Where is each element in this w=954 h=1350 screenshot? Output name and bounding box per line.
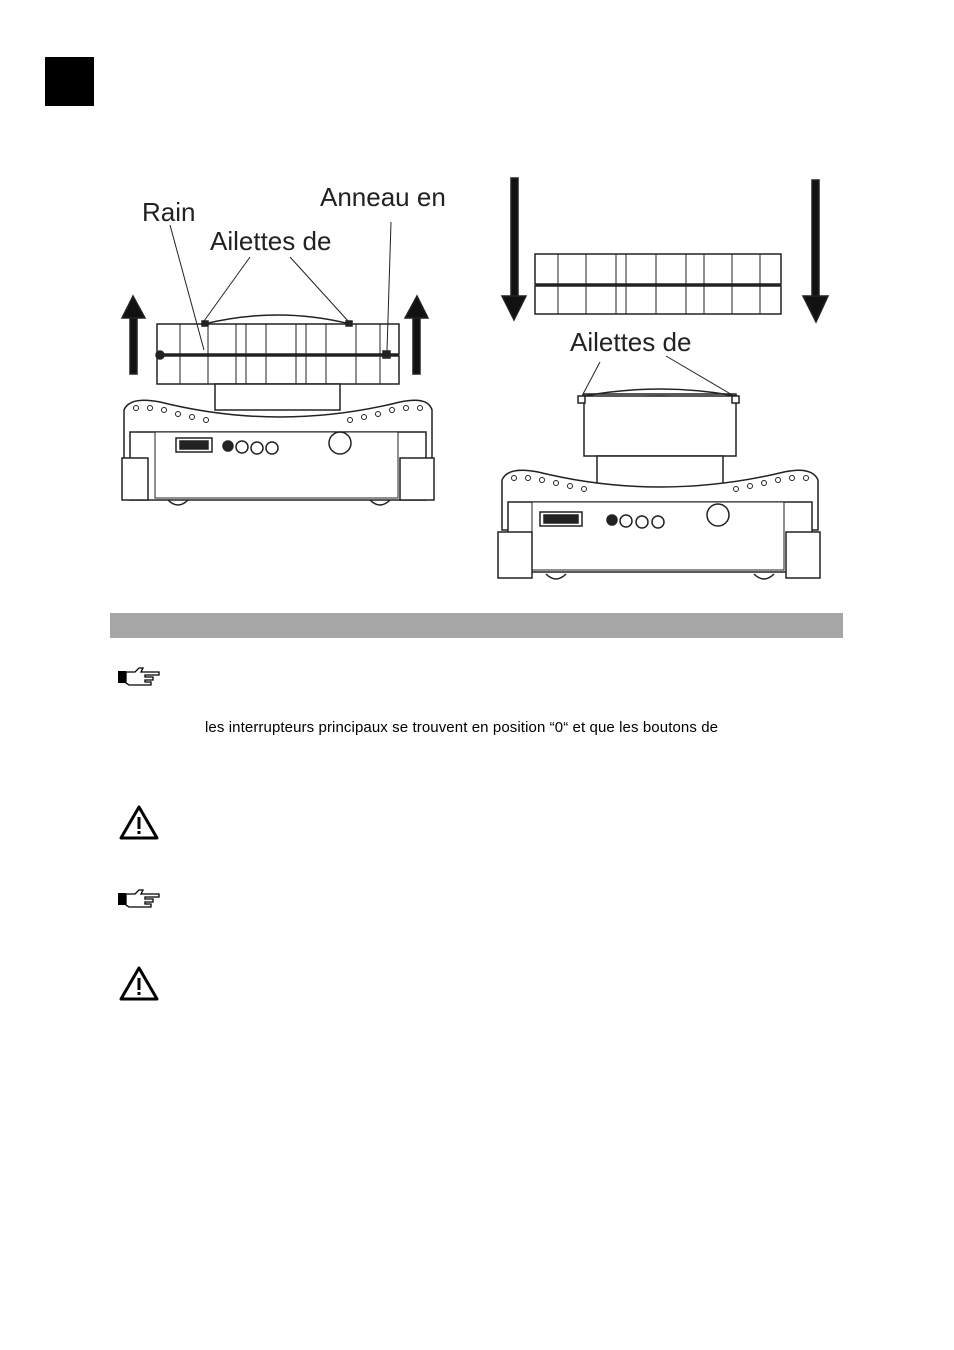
warning-triangle-icon (119, 805, 159, 840)
chapter-marker (45, 57, 94, 106)
device-illustration: Rain Anneau en Ailettes de Ailettes de (100, 170, 860, 590)
label-rain: Rain (142, 197, 196, 227)
device-drawing (120, 177, 830, 580)
label-ailettes-left: Ailettes de (210, 226, 332, 256)
pointing-hand-icon (118, 889, 160, 908)
label-ailettes-right: Ailettes de (570, 327, 692, 357)
warning-triangle-icon (119, 966, 159, 1001)
label-anneau: Anneau en (320, 182, 446, 212)
pointing-hand-icon (118, 667, 160, 686)
paragraph-switches: les interrupteurs principaux se trouvent… (205, 719, 719, 736)
section-heading-bar (110, 613, 843, 638)
